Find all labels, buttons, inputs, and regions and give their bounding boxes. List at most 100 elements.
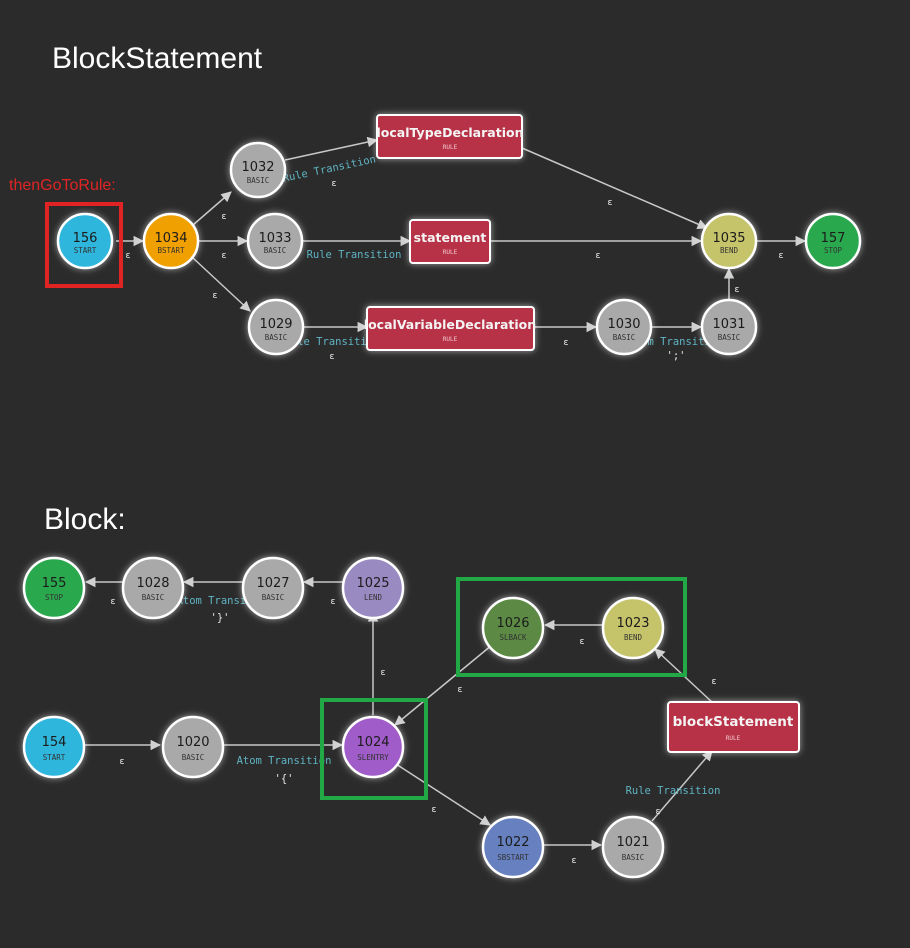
node-155-number: 155 [42,576,67,591]
node-1030-type: BASIC [613,333,636,342]
node-1026[interactable]: 1026 SLBACK [481,596,545,660]
node-1027[interactable]: 1027 BASIC [241,556,305,620]
edge-ltd-1035 [521,147,708,230]
node-1031[interactable]: 1031 BASIC [700,298,758,356]
rule-bs-type: RULE [726,735,741,742]
node-155[interactable]: 155 STOP [22,556,86,620]
node-1034-number: 1034 [154,231,187,246]
node-157[interactable]: 157 STOP [804,212,862,270]
rule-statement[interactable]: statement RULE [409,219,491,264]
node-156[interactable]: 156 START [56,212,114,270]
node-1032[interactable]: 1032 BASIC [229,141,287,199]
node-1025[interactable]: 1025 LEND [341,556,405,620]
node-1020-type: BASIC [182,753,205,762]
node-1025-type: LEND [364,593,383,602]
node-156-number: 156 [73,231,98,246]
rule-stmt-type: RULE [443,249,458,256]
eps-1029-lvd: ε [329,352,334,362]
node-1021[interactable]: 1021 BASIC [601,815,665,879]
node-1024-number: 1024 [356,735,389,750]
eps-1026-1024: ε [457,685,462,695]
node-1024-type: SLENTRY [357,753,389,762]
eps-1032-ltd: ε [331,179,336,189]
node-1027-type: BASIC [262,593,285,602]
node-1026-number: 1026 [496,616,529,631]
node-1022-number: 1022 [496,835,529,850]
rule-block-statement[interactable]: blockStatement RULE [667,701,800,753]
eps-1025-1027: ε [330,597,335,607]
eps-156-1034: ε [125,251,130,261]
rule-lvd-type: RULE [443,336,458,343]
highlight-start-node-box [45,202,123,288]
block-title: Block: [44,503,126,536]
block-statement-title: BlockStatement [52,42,263,75]
edge-1024-1022 [395,763,491,826]
node-154-type: START [43,753,66,762]
label-atom-transition-1030: Atom Transition [629,336,724,348]
rule-lvd-name: localVariableDeclaration [364,317,536,332]
token-semicolon: ';' [667,350,686,362]
edge-1032-ltd [284,136,379,161]
rule-local-variable-declaration[interactable]: localVariableDeclaration RULE [364,306,536,351]
eps-stmt-1035: ε [595,251,600,261]
node-1021-type: BASIC [622,853,645,862]
eps-ltd-1035: ε [607,198,612,208]
node-1029-number: 1029 [259,317,292,332]
node-1029-type: BASIC [265,333,288,342]
eps-1028-155: ε [110,597,115,607]
rule-local-type-declaration[interactable]: localTypeDeclaration RULE [376,114,524,159]
node-1035[interactable]: 1035 BEND [700,212,758,270]
node-157-type: STOP [824,246,843,255]
token-close-brace: '}' [211,612,230,624]
eps-1024-1022: ε [431,805,436,815]
node-1032-number: 1032 [241,160,274,175]
node-1030[interactable]: 1030 BASIC [595,298,653,356]
eps-1034-1029: ε [212,291,217,301]
node-1031-number: 1031 [712,317,745,332]
rule-ltd-name: localTypeDeclaration [377,125,524,140]
node-1020[interactable]: 1020 BASIC [161,715,225,779]
node-1023[interactable]: 1023 BEND [601,596,665,660]
node-156-type: START [74,246,97,255]
node-1029[interactable]: 1029 BASIC [247,298,305,356]
node-155-type: STOP [45,593,64,602]
eps-lvd-1030: ε [563,338,568,348]
eps-1034-1033: ε [221,251,226,261]
node-154[interactable]: 154 START [22,715,86,779]
node-157-number: 157 [821,231,846,246]
label-atom-transition-1020: Atom Transition [237,755,332,767]
eps-1031-1035: ε [734,285,739,295]
node-1022[interactable]: 1022 SBSTART [481,815,545,879]
edge-1034-1029 [192,257,251,312]
node-1028-number: 1028 [136,576,169,591]
highlight-loop-back-box [456,577,687,677]
edge-1021-bs [651,750,713,822]
node-1024[interactable]: 1024 SLENTRY [341,715,405,779]
edge-1034-1032 [192,191,232,226]
node-1034[interactable]: 1034 BSTART [142,212,200,270]
node-1021-number: 1021 [616,835,649,850]
node-1031-type: BASIC [718,333,741,342]
edges-block-statement [116,136,807,333]
node-1026-type: SLBACK [499,633,527,642]
node-1028[interactable]: 1028 BASIC [121,556,185,620]
node-1033-type: BASIC [264,246,287,255]
eps-1035-157: ε [778,251,783,261]
node-1023-number: 1023 [616,616,649,631]
label-rule-transition-1033: Rule Transition [307,249,402,261]
node-1027-number: 1027 [256,576,289,591]
node-1025-number: 1025 [356,576,389,591]
edge-labels-block-statement: ε ε ε ε Rule Transition ε Rule Transitio… [125,153,783,362]
node-1022-type: SBSTART [497,853,529,862]
edge-1026-1024 [394,644,493,726]
node-1033[interactable]: 1033 BASIC [246,212,304,270]
eps-1034-1032: ε [221,212,226,222]
node-1035-number: 1035 [712,231,745,246]
node-154-number: 154 [42,735,67,750]
node-1028-type: BASIC [142,593,165,602]
rule-stmt-name: statement [414,230,487,245]
token-open-brace: '{' [275,773,294,785]
label-rule-transition-1021: Rule Transition [626,785,721,797]
rule-ltd-type: RULE [443,144,458,151]
